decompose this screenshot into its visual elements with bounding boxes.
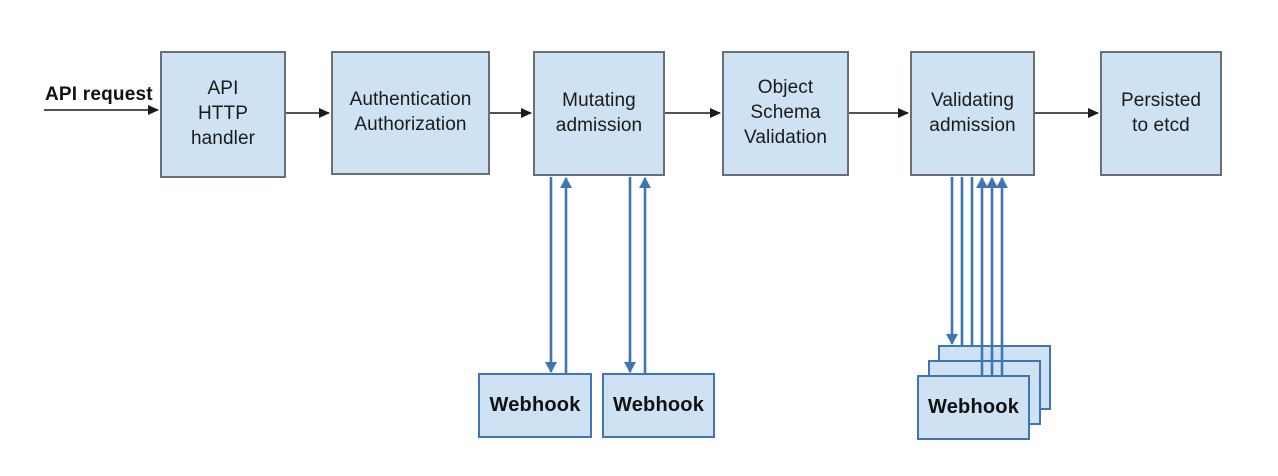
node-validating-admission: Validating admission bbox=[910, 51, 1035, 176]
node-authentication-authorization: Authentication Authorization bbox=[331, 51, 490, 175]
node-mutating-webhook-2: Webhook bbox=[602, 373, 715, 438]
entry-label: API request bbox=[45, 84, 153, 105]
node-object-schema-validation: Object Schema Validation bbox=[722, 51, 849, 176]
node-api-http-handler: API HTTP handler bbox=[160, 51, 286, 178]
node-validating-webhook-front: Webhook bbox=[917, 375, 1030, 440]
node-persisted-to-etcd: Persisted to etcd bbox=[1100, 51, 1222, 176]
node-mutating-webhook-1: Webhook bbox=[478, 373, 592, 438]
node-mutating-admission: Mutating admission bbox=[533, 51, 665, 176]
